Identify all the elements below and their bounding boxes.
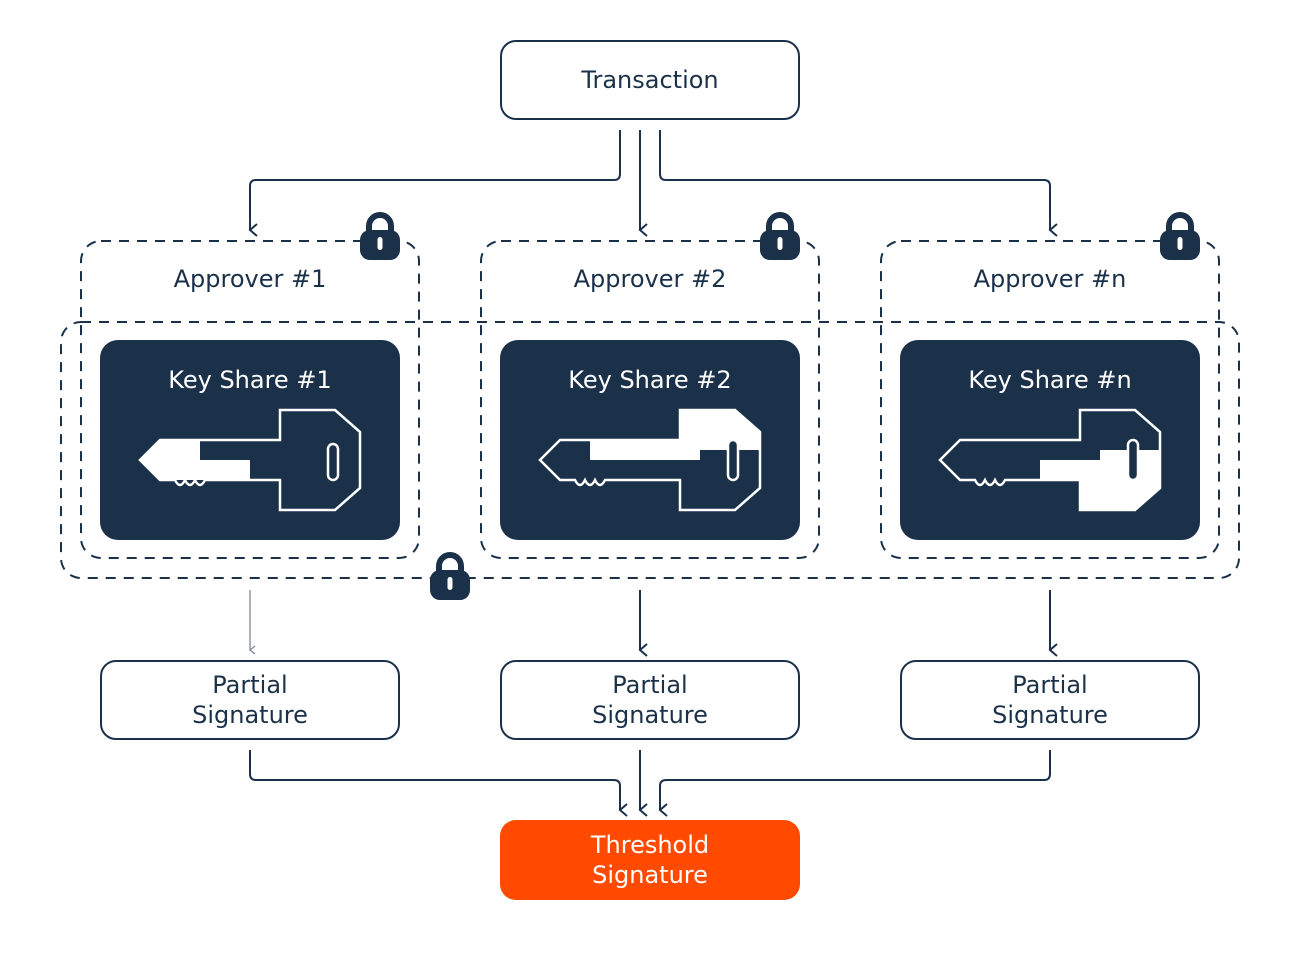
lock-icon [430, 555, 470, 600]
lock-icon [1160, 215, 1200, 260]
key-share-1-label: Key Share #1 [168, 366, 332, 394]
lock-icon [360, 215, 400, 260]
approver-n-container [880, 240, 1220, 559]
key-share-n-label: Key Share #n [968, 366, 1132, 394]
partial-signature-n-line-2: Signature [992, 701, 1108, 729]
partial-signature-n: Partial Signature [900, 660, 1200, 740]
approver-1-container [80, 240, 420, 559]
key-shares-container [60, 321, 1240, 579]
connector-tx-approver-1 [248, 130, 621, 237]
partial-signature-1: Partial Signature [100, 660, 400, 740]
partial-signature-1-line-1: Partial [212, 671, 288, 699]
threshold-signature-line-2: Signature [592, 861, 708, 889]
key-icon [138, 408, 362, 512]
connector-tx-approver-n [659, 130, 1058, 237]
key-share-n-card: Key Share #n [900, 340, 1200, 540]
threshold-signature-node: Threshold Signature [500, 820, 800, 900]
partial-signature-2-line-2: Signature [592, 701, 708, 729]
approver-1-label: Approver #1 [173, 265, 327, 293]
key-icon [538, 408, 762, 512]
transaction-label: Transaction [581, 66, 719, 94]
key-icon [938, 408, 1162, 512]
connector-partial-n-threshold [658, 750, 1051, 817]
lock-icon [760, 215, 800, 260]
partial-signature-1-line-2: Signature [192, 701, 308, 729]
partial-signature-2: Partial Signature [500, 660, 800, 740]
partial-signature-n-line-1: Partial [1012, 671, 1088, 699]
key-share-2-card: Key Share #2 [500, 340, 800, 540]
transaction-node: Transaction [500, 40, 800, 120]
key-share-1-card: Key Share #1 [100, 340, 400, 540]
partial-signature-2-line-1: Partial [612, 671, 688, 699]
approver-2-label: Approver #2 [573, 265, 727, 293]
threshold-signature-line-1: Threshold [590, 831, 710, 859]
connector-partial-1-threshold [249, 750, 628, 817]
approver-2-container [480, 240, 820, 559]
approver-n-label: Approver #n [973, 265, 1127, 293]
key-share-2-label: Key Share #2 [568, 366, 732, 394]
